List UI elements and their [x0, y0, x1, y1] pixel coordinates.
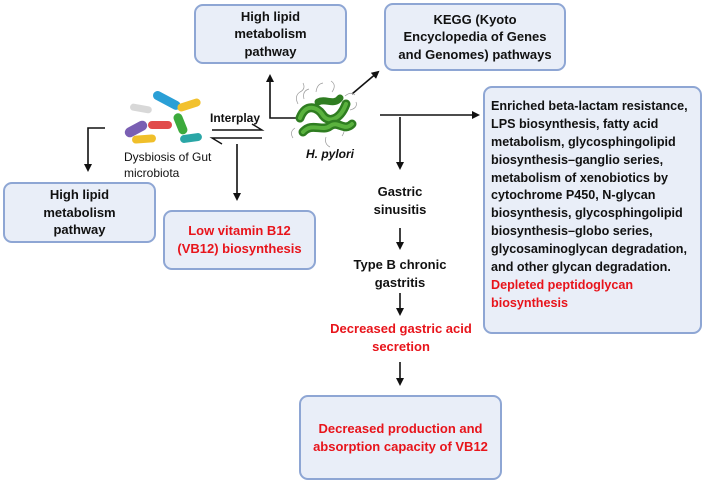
high-lipid-left-text: High lipid metabolism pathway	[43, 187, 116, 238]
arrow-hpylori-to-lipid-top	[266, 74, 300, 119]
gastric-sinusitis-label: Gastric sinusitis	[373, 184, 427, 217]
arrow-hpylori-to-kegg	[351, 70, 380, 95]
dysbiosis-label: Dysbiosis of Gut microbiota	[124, 150, 212, 180]
decreased-production-text: Decreased production and absorption capa…	[313, 420, 488, 454]
decreased-acid-label: Decreased gastric acid secretion	[330, 321, 472, 354]
low-vb12-text: Low vitamin B12 (VB12) biosynthesis	[177, 223, 302, 256]
low-vb12-box: Low vitamin B12 (VB12) biosynthesis	[163, 210, 316, 270]
h-pylori-label: H. pylori	[305, 147, 354, 161]
interplay-label: Interplay	[209, 111, 260, 125]
type-b-gastritis-label: Type B chronic gastritis	[353, 257, 447, 290]
h-pylori-icon	[291, 80, 357, 148]
kegg-results-box: Enriched beta-lactam resistance, LPS bio…	[483, 86, 702, 334]
gut-microbiota-icon	[124, 91, 202, 144]
kegg-text: KEGG (Kyoto Encyclopedia of Genes and Ge…	[398, 11, 552, 62]
interplay-arrows	[209, 123, 265, 145]
depleted-pathways-text: Depleted peptidoglycan biosynthesis	[491, 277, 634, 310]
decreased-production-box: Decreased production and absorption capa…	[299, 395, 502, 480]
high-lipid-left-box: High lipid metabolism pathway	[3, 182, 156, 243]
high-lipid-top-box: High lipid metabolism pathway	[194, 4, 347, 64]
high-lipid-top-text: High lipid metabolism pathway	[234, 8, 307, 59]
enriched-pathways-text: Enriched beta-lactam resistance, LPS bio…	[491, 99, 688, 274]
kegg-box: KEGG (Kyoto Encyclopedia of Genes and Ge…	[384, 3, 566, 71]
arrow-dysbiosis-to-lipid-left	[84, 127, 105, 172]
